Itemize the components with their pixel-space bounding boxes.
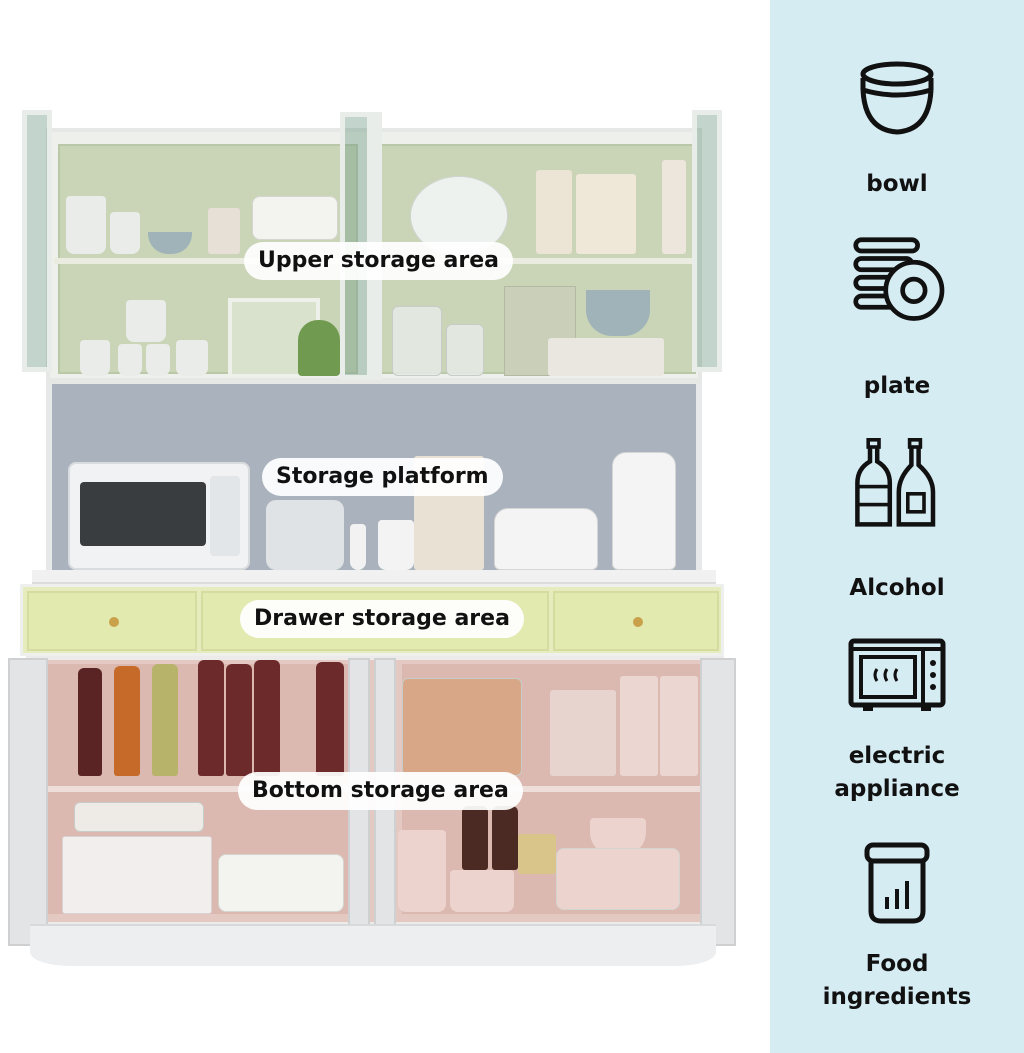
oven-window: [80, 482, 206, 546]
food-jar-icon: [864, 842, 930, 924]
tin-prop: [518, 834, 556, 874]
utensil-holder-prop: [378, 520, 414, 570]
plate-stack-prop: [252, 196, 338, 240]
mug-prop: [176, 340, 208, 376]
legend-label-appliance: appliance: [834, 776, 960, 802]
plate-icon: [853, 237, 945, 321]
espresso-machine-prop: [612, 452, 676, 570]
drawer-left: [27, 591, 197, 651]
storage-basket-prop: [62, 836, 212, 914]
cabinet-illustration: Upper storage area Storage platform Draw…: [8, 110, 736, 966]
canister-prop: [398, 830, 446, 912]
drawer-right: [553, 591, 719, 651]
teapot-prop: [126, 300, 166, 342]
glass-jar-prop: [392, 306, 442, 376]
toaster-prop: [494, 508, 598, 570]
cabinet-base: [30, 924, 716, 966]
bottom-storage-label: Bottom storage area: [238, 772, 523, 810]
wine-bottle-prop: [114, 666, 140, 776]
vase-prop: [350, 524, 366, 570]
drawer-knob: [109, 617, 119, 627]
mug-prop: [146, 344, 170, 376]
legend-label-bowl: bowl: [866, 171, 928, 197]
wine-bottle-prop: [226, 664, 252, 776]
legend-label-alcohol: Alcohol: [849, 575, 945, 601]
upper-storage-label: Upper storage area: [244, 242, 514, 280]
plate-stack-prop: [556, 848, 680, 910]
tea-box: [208, 208, 240, 254]
bag-prop: [576, 174, 636, 254]
food-bag-prop: [660, 676, 698, 776]
canister-prop: [450, 870, 514, 912]
drawer-knob: [633, 617, 643, 627]
book-prop: [662, 160, 686, 254]
cabinet-door-right: [700, 658, 736, 946]
toaster-oven-prop: [68, 462, 250, 570]
glass-door-left: [22, 110, 52, 372]
food-bag-prop: [620, 676, 658, 776]
alcohol-icon: [855, 438, 936, 527]
canister: [66, 196, 106, 254]
books-stack-prop: [548, 338, 664, 376]
legend-label-plate: plate: [863, 373, 931, 399]
wine-bottle-prop: [152, 664, 178, 776]
bowl-icon: [860, 61, 934, 135]
mug-prop: [118, 344, 142, 376]
spice-containers-prop: [74, 802, 204, 832]
plant-prop: [298, 320, 340, 376]
storage-platform-label: Storage platform: [262, 458, 503, 496]
sauce-bottle-prop: [462, 806, 488, 870]
wine-bottle-prop: [198, 660, 224, 776]
glass-door-right: [692, 110, 722, 372]
sauce-bottle-prop: [492, 806, 518, 870]
drawer-storage-label: Drawer storage area: [240, 600, 524, 638]
cabinet-door-left: [8, 658, 48, 946]
wine-bottle-prop: [78, 668, 102, 776]
bowl-prop: [148, 232, 192, 254]
mug-prop: [80, 340, 110, 376]
bowl-stack-prop: [586, 290, 650, 336]
canister: [110, 212, 140, 254]
legend-panel: bowl plate Alcohol electric appliance: [770, 0, 1024, 1053]
pasta-jars-prop: [402, 678, 522, 776]
oven-control-panel: [210, 476, 240, 556]
glass-jar-prop: [446, 324, 484, 376]
wine-bottle-prop: [316, 662, 344, 776]
bag-prop: [536, 170, 572, 254]
food-bag-prop: [550, 690, 616, 776]
legend-label-ingredients: ingredients: [822, 984, 972, 1010]
legend-label-electric: electric: [848, 743, 946, 769]
countertop: [32, 570, 716, 584]
plate-stack-prop: [218, 854, 344, 912]
kettle-prop: [266, 500, 344, 570]
microwave-icon: [848, 638, 946, 711]
wine-bottle-prop: [254, 660, 280, 776]
legend-label-food: Food: [865, 951, 929, 977]
